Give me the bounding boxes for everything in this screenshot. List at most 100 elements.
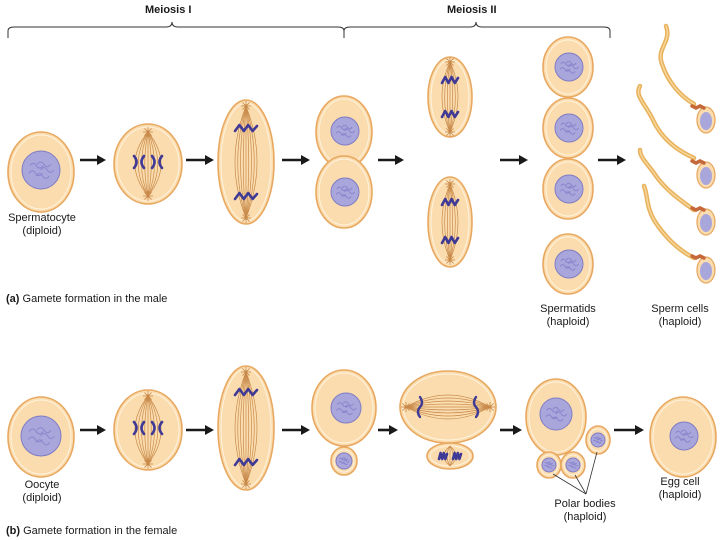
- female-metaphase-1-aster-top-centrosome: [146, 394, 150, 398]
- cells-layer: [7, 36, 717, 495]
- polar-body-3-nucleus-chromatin: [571, 461, 577, 465]
- female-anaphase-1-spindle-fiber: [245, 371, 255, 485]
- secondary-oocyte-nucleus-chromatin: [345, 405, 357, 411]
- female-arrow-4-head: [389, 425, 398, 435]
- polar-body-1-highlight: [588, 428, 608, 452]
- male-daughter-cell-top: [315, 95, 373, 169]
- male-daughter-nucleus-bottom-chromatin: [335, 192, 347, 197]
- female-anaphase-1-aster-bottom-centrosome: [244, 482, 248, 486]
- male-metaphase-1-spindle-fiber: [138, 131, 149, 197]
- sperm-cell-1-midpiece: [690, 104, 706, 110]
- female-metaphase-1-chromosome-b: [150, 420, 164, 436]
- secondary-oocyte-nucleus-chromatin: [341, 410, 353, 416]
- male-anaphase-2-aster-top-a-centrosome: [448, 60, 452, 64]
- egg-cell-name: Egg cell: [660, 476, 700, 488]
- sperm-cell-3: [637, 147, 716, 236]
- male-metaphase-1-spindle-fiber: [147, 131, 152, 197]
- secondary-oocyte-cell-highlight: [314, 372, 374, 444]
- female-metaphase-1-aster-bottom-centrosome: [146, 462, 150, 466]
- female-anaphase-2-chromosomes-right: [472, 395, 480, 419]
- polar-body-3-nucleus-chromatin: [568, 464, 574, 468]
- female-arrow-6-head: [635, 425, 644, 435]
- male-anaphase-2-spindle-bottom-fiber: [449, 183, 456, 261]
- female-arrow-5: [500, 425, 522, 435]
- male-arrow-6: [598, 155, 626, 165]
- male-anaphase-2-chromosomes-top-b: [440, 109, 460, 119]
- spermatocyte-nucleus-chromatin: [29, 162, 44, 169]
- polar-bodies-name: Polar bodies: [554, 498, 616, 510]
- oocyte-nucleus-chromatin: [40, 433, 56, 439]
- oocyte-cell-highlight: [10, 399, 72, 475]
- sperm-cells-ploidy: (haploid): [658, 316, 702, 328]
- polar-bodies-ploidy: (haploid): [563, 511, 607, 523]
- oocyte-ploidy: (diploid): [22, 492, 62, 504]
- female-anaphase-2-spindle-fiber: [405, 406, 491, 417]
- male-anaphase-2-spindle-bottom-fiber: [449, 183, 459, 261]
- male-arrow-2-head: [205, 155, 214, 165]
- male-anaphase-1-spindle-fiber: [234, 105, 247, 219]
- female-caption-letter: (b): [6, 525, 21, 537]
- female-anaphase-1-aster-top-centrosome: [244, 370, 248, 374]
- female-anaphase-1-cell: [217, 365, 275, 491]
- sperm-cell-3-tail-highlight: [639, 149, 695, 211]
- meiosis-1-header: Meiosis I: [145, 4, 192, 16]
- spermatid-nucleus-4-chromatin: [560, 258, 571, 264]
- female-metaphase-1-cell: [113, 389, 183, 471]
- male-daughter-nucleus-bottom-chromatin: [336, 186, 347, 192]
- secondary-oocyte-nucleus-chromatin: [336, 402, 349, 407]
- spermatocyte-nucleus-chromatin: [28, 170, 43, 177]
- male-metaphase-1-chromosome-b: [150, 154, 164, 170]
- sperm-cell-4-nucleus: [700, 262, 712, 280]
- spermatid-nucleus-1-chromatin: [560, 61, 571, 67]
- female-arrow-3-head: [301, 425, 310, 435]
- female-anaphase-1-chromosomes-bottom: [233, 457, 259, 467]
- oocyte-label: Oocyte (diploid): [2, 479, 82, 505]
- male-anaphase-2-spindle-top-fiber: [449, 61, 456, 133]
- egg-cell-highlight: [652, 399, 714, 475]
- male-arrow-3-head: [301, 155, 310, 165]
- male-anaphase-1-aster-top-centrosome: [244, 104, 248, 108]
- male-anaphase-2-spindle-bottom-fiber: [447, 183, 451, 261]
- female-anaphase-2-spindle-fiber: [405, 403, 491, 408]
- spermatocyte-cell-highlight: [10, 134, 72, 210]
- male-anaphase-2-spindle-top-fiber: [449, 61, 453, 133]
- secondary-oocyte-nucleus-chromatin: [342, 401, 354, 406]
- male-caption-letter: (a): [6, 293, 20, 305]
- male-anaphase-2-chromosomes-bottom-b: [440, 235, 460, 245]
- dividing-polar-body-chromosomes-a: [437, 451, 449, 461]
- male-arrow-2: [186, 155, 214, 165]
- male-anaphase-1-spindle-fiber: [242, 105, 247, 219]
- male-arrow-4-head: [395, 155, 404, 165]
- egg-cell-ploidy: (haploid): [658, 489, 702, 501]
- male-anaphase-1-spindle-fiber: [245, 105, 258, 219]
- secondary-oocyte-cell: [311, 369, 377, 447]
- spermatids-label: Spermatids (haploid): [528, 303, 608, 329]
- oocyte-cell: [7, 396, 75, 478]
- female-anaphase-1-chromosomes-top: [233, 387, 259, 397]
- meiosis-2-header: Meiosis II: [447, 4, 497, 16]
- female-anaphase-2-spindle-fiber: [405, 400, 491, 408]
- male-anaphase-1-spindle-fiber: [240, 105, 247, 219]
- female-arrow-1: [80, 425, 106, 435]
- spermatid-nucleus-3-chromatin: [565, 182, 577, 188]
- spermatid-cell-4: [542, 233, 594, 295]
- ootid-nucleus-chromatin: [545, 414, 558, 420]
- sperm-cells-label: Sperm cells (haploid): [640, 303, 720, 329]
- secondary-oocyte-nucleus-chromatin: [336, 408, 348, 413]
- female-metaphase-1-spindle-fiber: [147, 395, 158, 465]
- male-anaphase-1-cell: [217, 99, 275, 225]
- dividing-polar-body-chromosomes-b: [451, 451, 463, 461]
- spermatocyte-name: Spermatocyte: [8, 212, 76, 224]
- female-metaphase-1-spindle-fiber: [138, 395, 149, 465]
- male-arrow-3: [282, 155, 310, 165]
- male-anaphase-2-spindle-bottom-fiber: [449, 183, 453, 261]
- male-anaphase-2-chromosomes-top-a: [440, 75, 460, 85]
- spermatocyte-nucleus-chromatin: [40, 167, 55, 173]
- arrows-layer: [80, 155, 644, 435]
- male-metaphase-1-cell: [113, 123, 183, 205]
- spermatid-nucleus-1-chromatin: [565, 60, 577, 66]
- meiosis-1-bracket: [7, 21, 345, 38]
- polar-body-1: [585, 425, 611, 455]
- male-arrow-6-head: [617, 155, 626, 165]
